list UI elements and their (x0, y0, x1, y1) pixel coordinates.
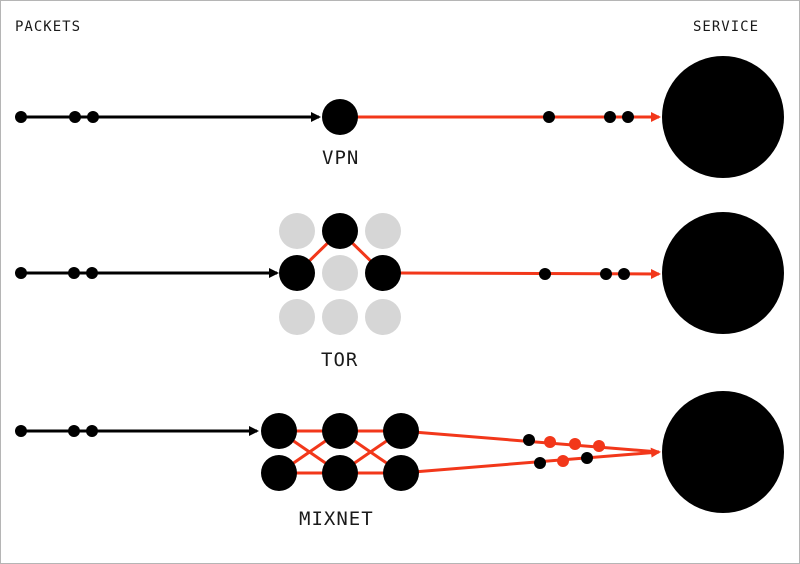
cover-packet (557, 455, 569, 467)
mix-node (383, 455, 419, 491)
mixnet-label: MIXNET (299, 508, 374, 530)
packet (618, 268, 630, 280)
packet (523, 434, 535, 446)
packet (68, 267, 80, 279)
tor-row (15, 212, 784, 335)
packet (69, 111, 81, 123)
packet (15, 267, 27, 279)
mix-node (383, 413, 419, 449)
tor-service-node (662, 212, 784, 334)
packets-header: PACKETS (15, 19, 82, 35)
packet (86, 425, 98, 437)
vpn-row (15, 56, 784, 178)
vpn-node (322, 99, 358, 135)
mix-node (261, 455, 297, 491)
tor-idle-node (322, 299, 358, 335)
packet (15, 425, 27, 437)
packet (86, 267, 98, 279)
tor-idle-node (279, 213, 315, 249)
vpn-service-node (662, 56, 784, 178)
packet (581, 452, 593, 464)
tor-idle-node (365, 213, 401, 249)
mixnet-row (15, 391, 784, 513)
tor-middle-node (322, 213, 358, 249)
tor-label: TOR (321, 349, 359, 371)
packet (543, 111, 555, 123)
packet (539, 268, 551, 280)
cover-packet (593, 440, 605, 452)
packet (600, 268, 612, 280)
packet (68, 425, 80, 437)
mixnet-output-arrow (400, 447, 661, 475)
packet (622, 111, 634, 123)
cover-packet (544, 436, 556, 448)
tor-exit-node (365, 255, 401, 291)
mix-node (322, 455, 358, 491)
packet (87, 111, 99, 123)
packet (534, 457, 546, 469)
mixnet-service-node (662, 391, 784, 513)
service-header: SERVICE (693, 19, 760, 35)
packet (604, 111, 616, 123)
mix-node (322, 413, 358, 449)
tor-output-arrow (398, 268, 661, 279)
mix-node (261, 413, 297, 449)
packet (15, 111, 27, 123)
vpn-label: VPN (322, 147, 360, 169)
cover-packet (569, 438, 581, 450)
tor-idle-node (322, 255, 358, 291)
tor-idle-node (365, 299, 401, 335)
tor-idle-node (279, 299, 315, 335)
tor-entry-node (279, 255, 315, 291)
